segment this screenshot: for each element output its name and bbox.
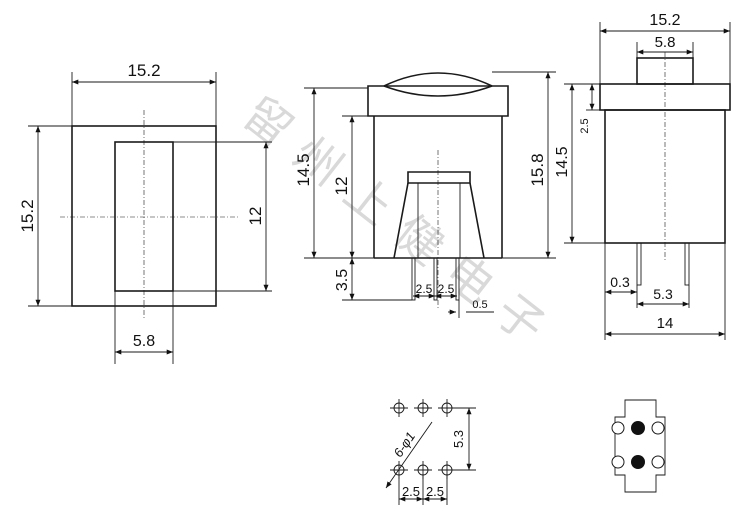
- right-pin-offset-label: 0.3: [610, 274, 630, 290]
- pcb-hole-leader: [385, 421, 433, 489]
- side-cap-outline: [367, 85, 509, 117]
- side-pin-length-label: 3.5: [334, 269, 351, 291]
- right-cap-width-label: 5.8: [655, 34, 676, 51]
- pcb-pitch-b-label: 2.5: [426, 484, 444, 499]
- watermark: 留州上健电子: [233, 86, 569, 365]
- pcb-hole-spec-label: 6-φ1: [390, 429, 418, 460]
- front-window-height-label: 12: [246, 207, 265, 226]
- switch-symbol-outline: [614, 399, 666, 493]
- right-pins: [636, 242, 690, 286]
- side-plunger-legs: [393, 182, 485, 259]
- front-view: 15.2 15.2 12 5.8: [18, 61, 272, 364]
- side-pitch-b-label: 2.5: [438, 282, 455, 296]
- right-cap-outline: [636, 57, 694, 85]
- right-height-label: 14.5: [554, 146, 571, 177]
- right-width-label: 15.2: [649, 12, 680, 29]
- front-width-label: 15.2: [127, 61, 160, 80]
- right-view: 15.2 5.8 14.5 2.5 0.3 5.3 14: [554, 12, 731, 340]
- right-base-width-label: 14: [657, 315, 674, 332]
- side-height-total-label: 14.5: [294, 153, 313, 186]
- side-height-overall-label: 15.8: [528, 153, 547, 186]
- side-pin-thickness-label: 0.5: [472, 299, 487, 311]
- right-cap-height-label: 2.5: [579, 118, 591, 133]
- front-height-label: 15.2: [18, 199, 37, 232]
- pcb-row-spacing-label: 5.3: [451, 430, 466, 448]
- pcb-pitch-a-label: 2.5: [402, 484, 420, 499]
- side-cap-lens: [383, 85, 493, 97]
- pcb-layout: 6-φ1 5.3 2.5 2.5: [385, 399, 476, 505]
- side-plunger-top: [407, 171, 471, 184]
- switch-symbol: [611, 399, 666, 493]
- side-cap-dome: [383, 72, 493, 87]
- side-view: 14.5 12 15.8 3.5 2.5 2.5 0.5: [294, 71, 556, 318]
- watermark-text: 留州上健电子: [233, 86, 569, 365]
- front-window-width-label: 5.8: [133, 333, 155, 350]
- right-pin-spacing-label: 5.3: [653, 286, 673, 302]
- side-pins: [411, 257, 460, 301]
- front-body-outline: [71, 125, 217, 307]
- side-height-body-label: 12: [332, 177, 351, 196]
- side-pitch-a-label: 2.5: [416, 282, 433, 296]
